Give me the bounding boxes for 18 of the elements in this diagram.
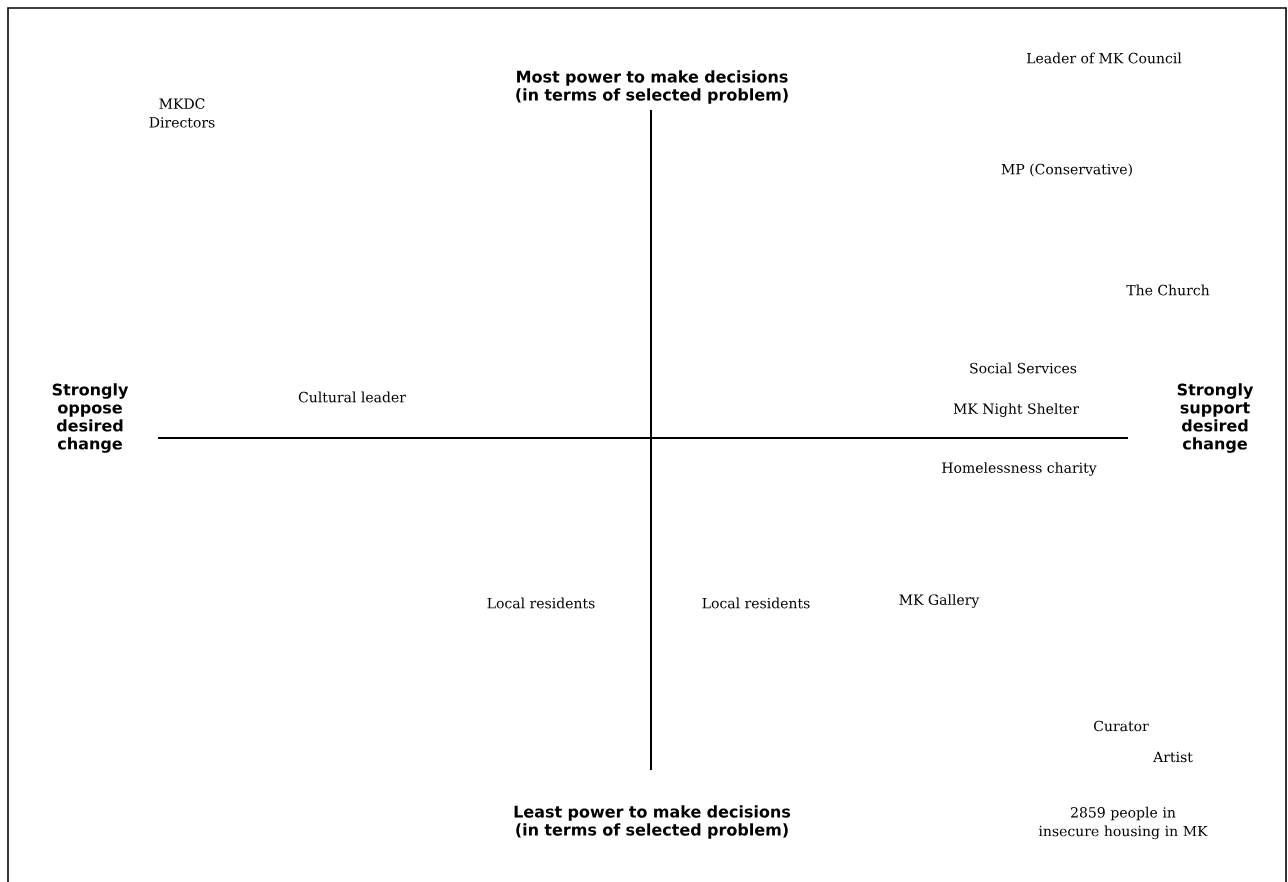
stakeholder-label: Social Services [970, 362, 1077, 374]
axis-label: Strongly oppose desired change [52, 383, 129, 453]
stakeholder-label: 2859 people in insecure housing in MK [1038, 806, 1208, 840]
stakeholder-label: MKDC Directors [149, 98, 215, 128]
stakeholder-label: MK Night Shelter [953, 403, 1079, 417]
stakeholder-label: Local residents [487, 597, 595, 609]
axis-label: Strongly support desired change [1177, 383, 1254, 453]
stakeholder-label: MP (Conservative) [1001, 163, 1132, 177]
stakeholder-label: Cultural leader [298, 391, 406, 403]
axis-label: Most power to make decisions (in terms of selected problem) [516, 70, 788, 104]
stakeholder-label: MK Gallery [899, 594, 980, 608]
stakeholder-label: The Church [1126, 284, 1210, 296]
axis-label: Least power to make decisions (in terms of selected problem) [514, 805, 791, 839]
stakeholder-label: Homelessness charity [942, 462, 1097, 476]
stakeholder-label: Leader of MK Council [1027, 52, 1182, 64]
stakeholder-label: Artist [1153, 751, 1193, 763]
stakeholder-label: Local residents [702, 597, 810, 609]
stakeholder-label: Curator [1094, 720, 1149, 732]
